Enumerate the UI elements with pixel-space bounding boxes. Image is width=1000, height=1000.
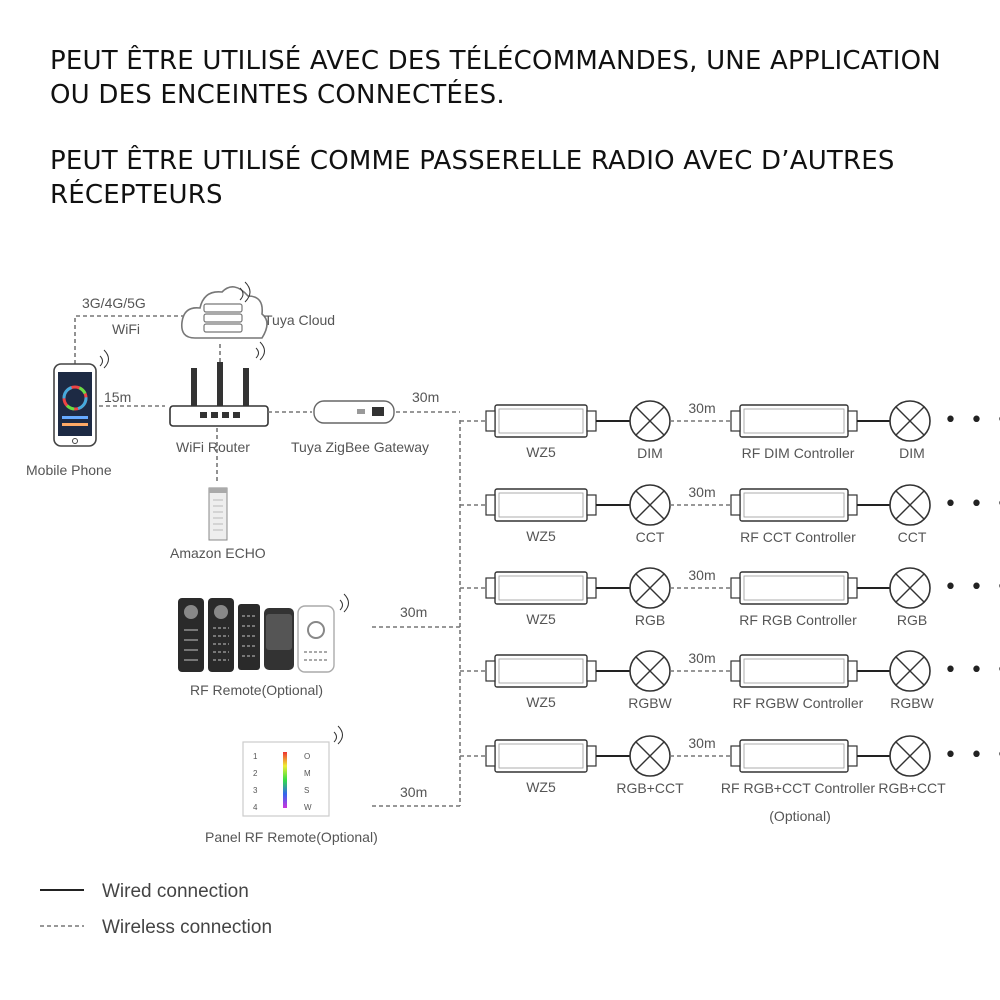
lamp-icon [629,650,671,692]
headline-2: PEUT ÊTRE UTILISÉ COMME PASSERELLE RADIO… [50,144,895,212]
panel-icon-2: M [304,769,311,778]
end-lamp-label: DIM [899,445,925,461]
distance-label: 30m [688,400,715,416]
gateway-distance-label: 30m [412,389,439,405]
controller-label: WZ5 [526,779,556,795]
distance-label: 30m [688,567,715,583]
headline-1-line-a: PEUT ÊTRE UTILISÉ AVEC DES TÉLÉCOMMANDES… [50,46,941,76]
end-lamp-icon [889,567,931,609]
controller-row: WZ5 DIM 30m RF DIM Controller DIM • • • [460,400,1000,461]
wz5-controller-icon [485,404,597,438]
zigbee-gateway-icon [313,400,395,424]
amazon-echo-icon [208,487,228,541]
rf-controller-label: RF RGB+CCT Controller [721,780,876,796]
distance-label: 30m [688,650,715,666]
end-lamp-label: RGBW [890,695,934,711]
continuation-dots: • • • [944,743,1000,768]
lamp-label: RGBW [628,695,672,711]
end-lamp-label: RGB+CCT [878,780,946,796]
wz5-controller-icon [485,739,597,773]
rf-controller-note: (Optional) [769,808,830,824]
rf-controller-icon [730,739,858,773]
network-wifi-label: WiFi [112,321,140,337]
rf-controller-icon [730,571,858,605]
remote-label: RF Remote(Optional) [190,682,323,698]
phone-label: Mobile Phone [26,462,112,478]
headline-2-line-b: RÉCEPTEURS [50,180,223,210]
headline-1: PEUT ÊTRE UTILISÉ AVEC DES TÉLÉCOMMANDES… [50,44,941,112]
continuation-dots: • • • [944,575,1000,600]
wz5-controller-icon [485,571,597,605]
continuation-dots: • • • [944,492,1000,517]
headline-2-line-a: PEUT ÊTRE UTILISÉ COMME PASSERELLE RADIO… [50,146,895,176]
controller-row: WZ5 RGB 30m RF RGB Controller RGB • • • [460,567,1000,628]
wz5-controller-icon [485,654,597,688]
continuation-dots: • • • [944,658,1000,683]
rf-controller-icon [730,488,858,522]
rf-controller-label: RF DIM Controller [742,445,855,461]
rf-controller-label: RF CCT Controller [740,529,856,545]
end-lamp-icon [889,735,931,777]
controller-label: WZ5 [526,528,556,544]
distance-label: 30m [688,484,715,500]
end-lamp-icon [889,650,931,692]
wz5-controller-icon [485,488,597,522]
controller-row: WZ5 CCT 30m RF CCT Controller CCT • • • [460,484,1000,545]
rf-remote-icons [178,593,349,673]
end-lamp-label: CCT [898,529,927,545]
panel-icon-4: W [304,803,312,812]
controller-label: WZ5 [526,694,556,710]
cloud-label: Tuya Cloud [264,312,335,328]
panel-key-1: 1 [253,752,258,761]
tuya-cloud-icon [180,281,268,339]
lamp-icon [629,484,671,526]
cloud-link-left [74,315,190,364]
panel-remote-icon [242,725,343,817]
lamp-label: DIM [637,445,663,461]
lamp-label: RGB+CCT [616,780,684,796]
router-label: WiFi Router [176,439,250,455]
rf-controller-label: RF RGBW Controller [733,695,864,711]
lamp-icon [629,400,671,442]
headline-1-line-b: OU DES ENCEINTES CONNECTÉES. [50,80,505,110]
rf-controller-label: RF RGB Controller [739,612,857,628]
panel-icon-1: O [304,752,310,761]
end-lamp-icon [889,484,931,526]
distance-label: 30m [688,735,715,751]
legend-wireless-label: Wireless connection [102,917,272,938]
network-type-label: 3G/4G/5G [82,295,146,311]
echo-label: Amazon ECHO [170,545,266,561]
panel-label: Panel RF Remote(Optional) [205,829,378,845]
lamp-icon [629,567,671,609]
mobile-phone-icon [53,349,109,447]
wifi-router-icon [169,341,269,427]
rf-controller-icon [730,654,858,688]
legend-wired-label: Wired connection [102,881,249,902]
end-lamp-label: RGB [897,612,927,628]
remote-distance-label: 30m [400,604,427,620]
gateway-label: Tuya ZigBee Gateway [291,439,429,455]
panel-key-2: 2 [253,769,258,778]
phone-distance-label: 15m [104,389,131,405]
lamp-icon [629,735,671,777]
end-lamp-icon [889,400,931,442]
panel-key-3: 3 [253,786,258,795]
controller-row: WZ5 RGBW 30m RF RGBW Controller RGBW • • • [460,650,1000,711]
panel-distance-label: 30m [400,784,427,800]
rf-controller-icon [730,404,858,438]
lamp-label: RGB [635,612,665,628]
panel-icon-3: S [304,786,309,795]
lamp-label: CCT [636,529,665,545]
controller-label: WZ5 [526,444,556,460]
panel-key-4: 4 [253,803,258,812]
continuation-dots: • • • [944,408,1000,433]
controller-label: WZ5 [526,611,556,627]
